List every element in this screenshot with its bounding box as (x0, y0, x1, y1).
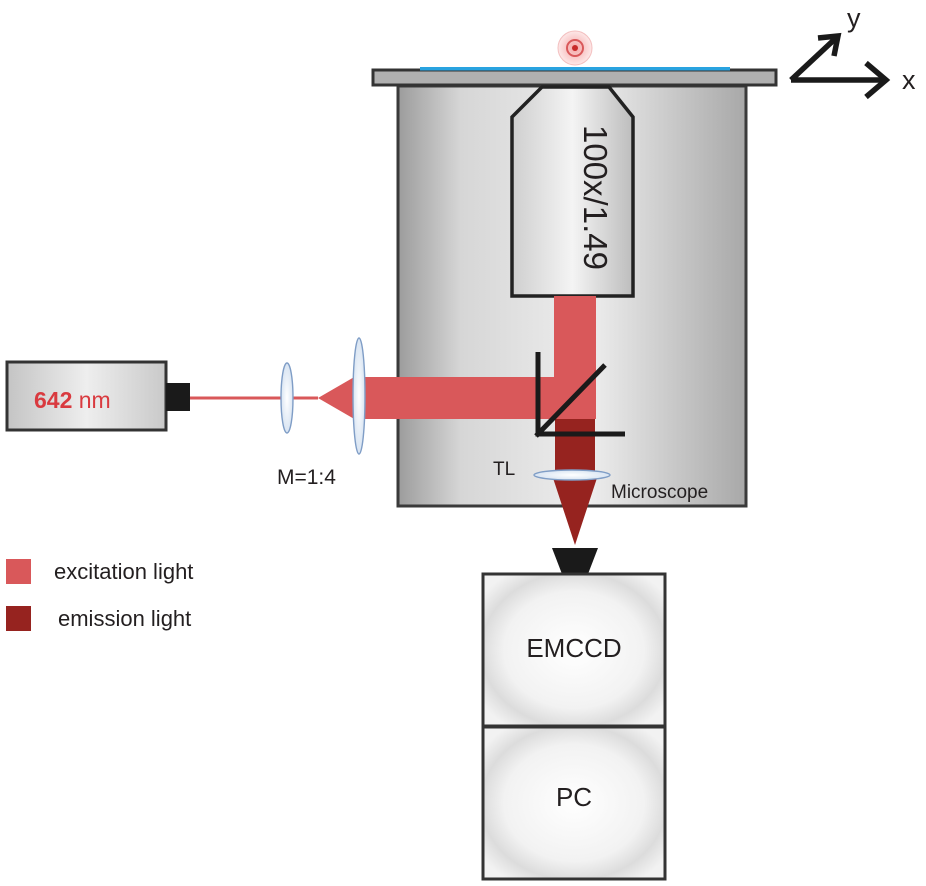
camera-adapter (552, 548, 598, 574)
legend-swatch-emission (6, 606, 31, 631)
x-axis-label: x (902, 65, 916, 95)
coordinate-axes (789, 32, 891, 100)
legend-swatch-excitation (6, 559, 31, 584)
tube-lens (533, 469, 611, 481)
laser-housing (5, 360, 168, 432)
y-axis-line (789, 35, 838, 83)
objective-label: 100x/1.49 (577, 125, 614, 270)
excitation-beam-to-objective (554, 296, 596, 419)
emission-filter (535, 352, 625, 437)
laser-wavelength-unit: nm (72, 387, 110, 413)
y-arrowhead (817, 32, 842, 57)
coverslip (420, 67, 730, 71)
telescope-magnification-label: M=1:4 (277, 466, 336, 489)
emission-focus-cone (553, 478, 597, 545)
legend-label-emission: emission light (58, 606, 191, 631)
sample-stage (371, 68, 778, 87)
laser-wavelength-value: 642 (34, 387, 72, 413)
dichroic-mirror (534, 363, 607, 438)
legend: excitation light emission light (6, 559, 193, 631)
sample-particle (557, 30, 593, 66)
emccd-label: EMCCD (526, 633, 621, 663)
emission-beam (555, 419, 595, 475)
microscope-label: Microscope (611, 482, 708, 503)
laser-label: 642 nm (34, 387, 111, 413)
beam-expansion-cone (318, 376, 356, 420)
tube-lens-label: TL (493, 459, 515, 480)
telescope-lens-large (352, 337, 366, 455)
telescope-lens-small (280, 362, 294, 434)
y-axis-label: y (847, 3, 861, 33)
computer-pc (481, 725, 667, 881)
x-arrowhead (864, 60, 891, 100)
objective-lens (510, 85, 635, 298)
legend-label-excitation: excitation light (54, 559, 193, 584)
excitation-beam-expanded (356, 377, 563, 419)
laser-aperture (166, 383, 190, 411)
pc-label: PC (556, 782, 592, 812)
laser-beam-thin (189, 396, 318, 400)
